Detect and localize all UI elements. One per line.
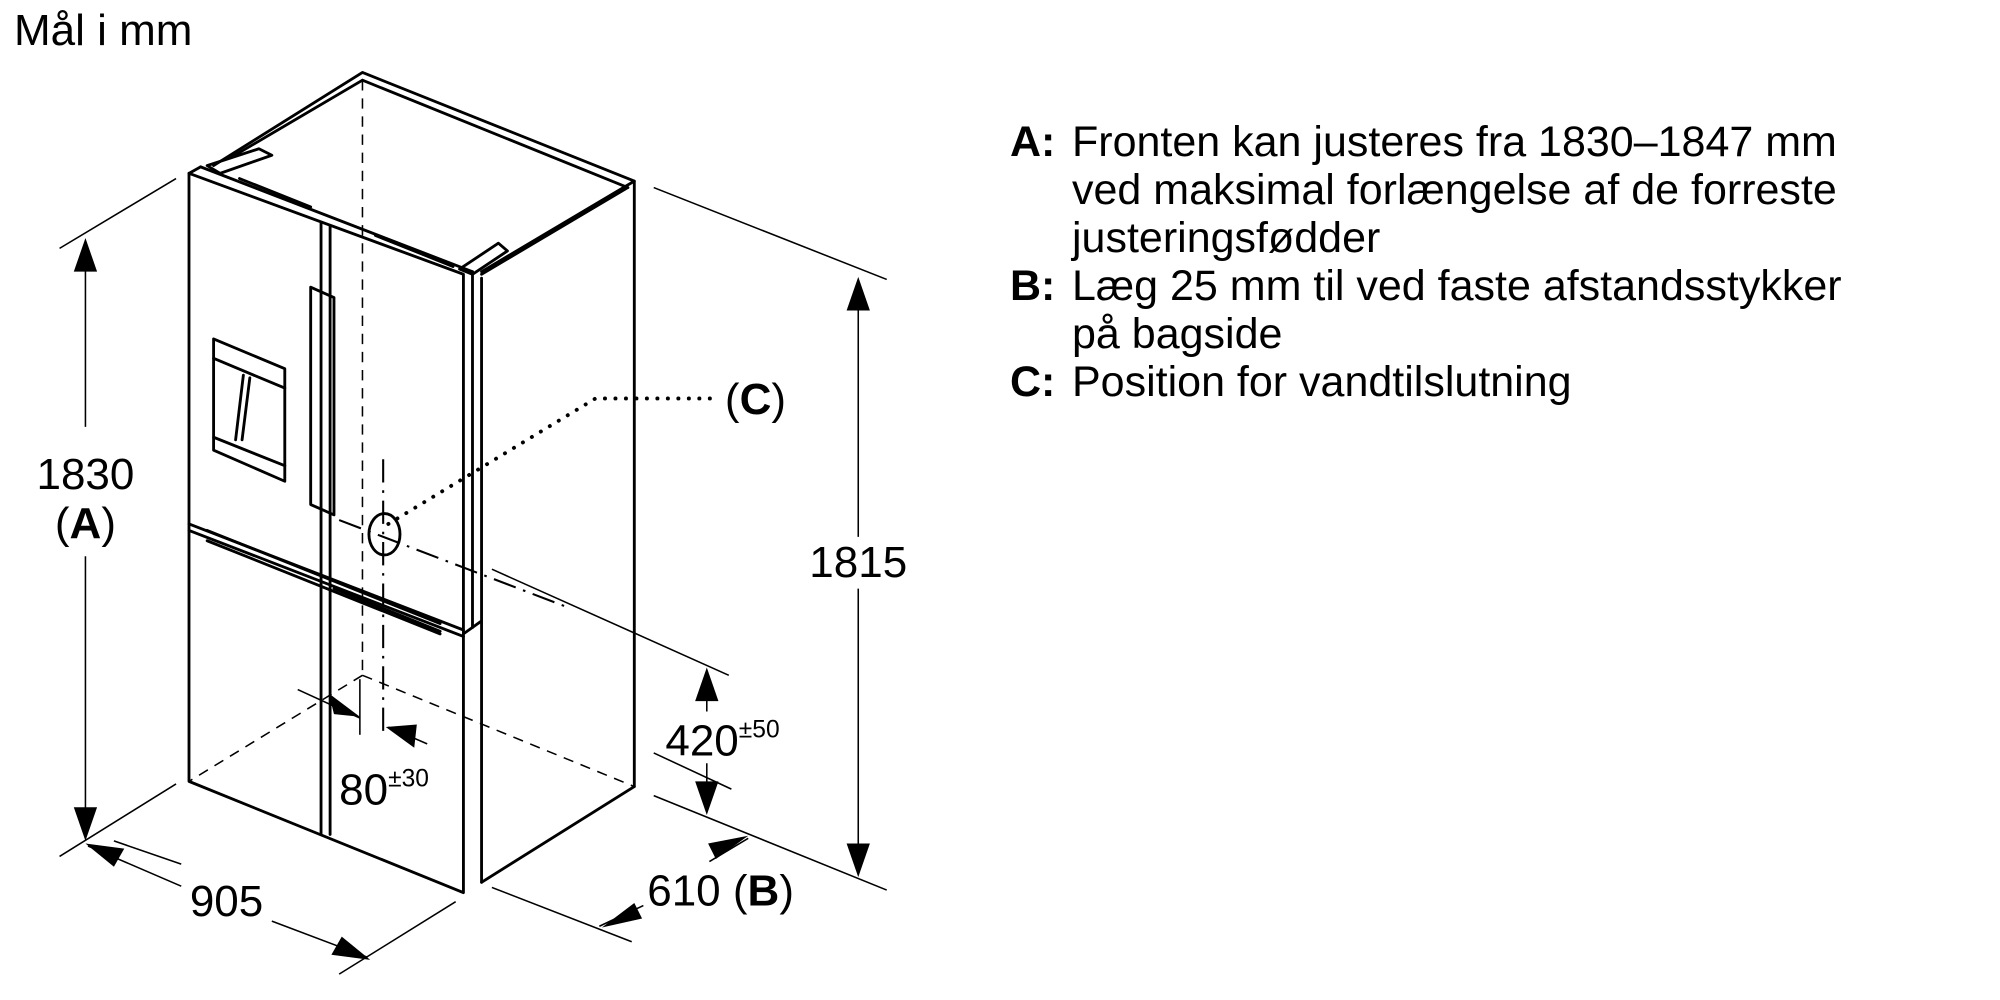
fridge-cabinet	[187, 71, 636, 895]
dimension-water-height: 420±50	[491, 568, 780, 816]
svg-text:610 (B): 610 (B)	[647, 867, 794, 916]
svg-text:1815: 1815	[809, 538, 907, 587]
label-c: (C)	[725, 375, 786, 424]
svg-text:1830: 1830	[36, 450, 134, 499]
note-c: C: Position for vandtilslutning	[1010, 358, 1572, 406]
dimension-water-offset: 80±30	[297, 679, 429, 815]
water-connection-leader	[386, 396, 721, 526]
svg-text:80±30: 80±30	[339, 766, 429, 815]
dimension-height-body: 1815	[653, 186, 907, 891]
svg-text:420±50: 420±50	[665, 716, 779, 765]
notes-legend: A: Fronten kan justeres fra 1830–1847 mm…	[1010, 118, 1842, 406]
note-a: A: Fronten kan justeres fra 1830–1847 mm…	[1010, 118, 1837, 262]
svg-text:(A): (A)	[55, 499, 116, 548]
dimension-depth: 610 (B)	[491, 835, 794, 943]
water-connection-icon	[367, 512, 402, 557]
units-title: Mål i mm	[14, 6, 193, 55]
dimension-width: 905	[85, 840, 457, 975]
dimension-height-total: 1830 (A)	[36, 177, 177, 858]
svg-text:905: 905	[190, 877, 263, 926]
note-b: B: Læg 25 mm til ved faste afstandsstykk…	[1010, 262, 1842, 358]
